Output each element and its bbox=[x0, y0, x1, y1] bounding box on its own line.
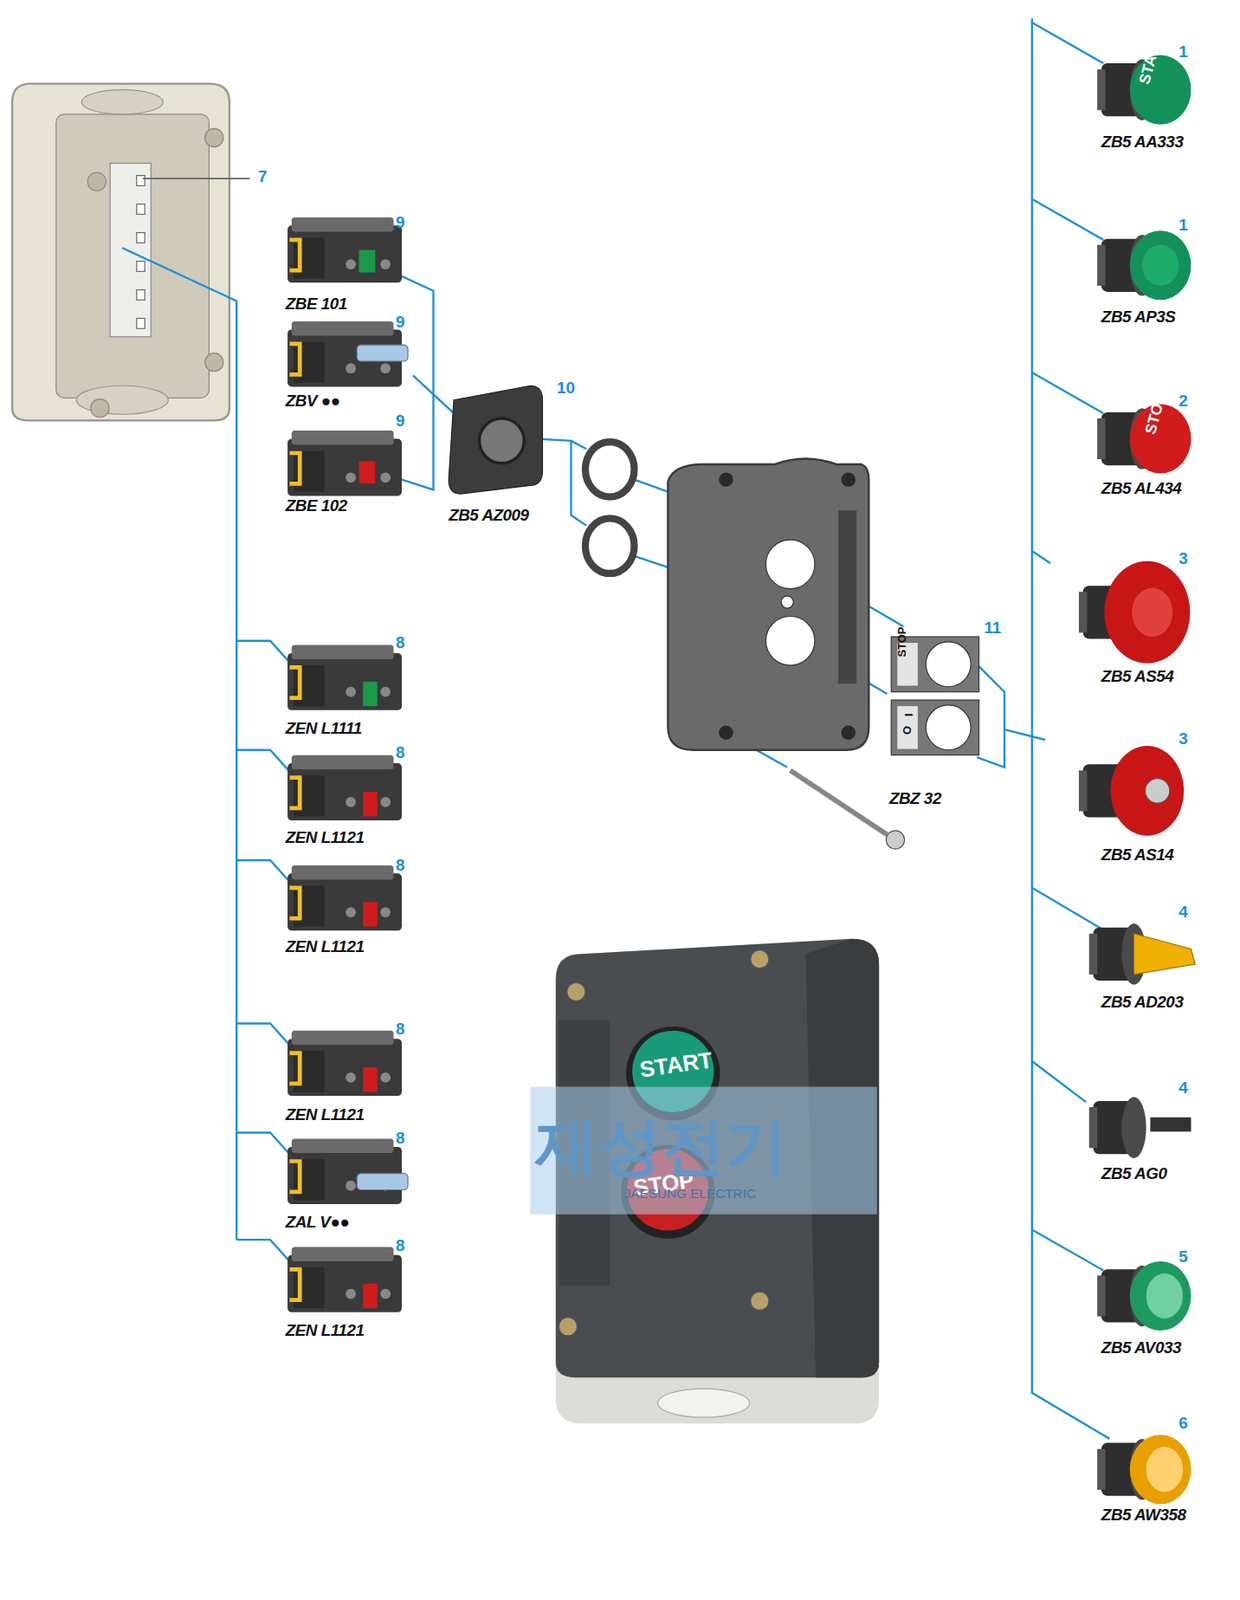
part-number: ZB5 AZ009 bbox=[448, 506, 529, 524]
legend-plate-text: O bbox=[901, 725, 913, 735]
part-number: ZBZ 32 bbox=[889, 790, 942, 808]
callout-number: 9 bbox=[395, 413, 405, 430]
callout-number: 1 bbox=[1178, 44, 1188, 61]
callout-number: 4 bbox=[1178, 904, 1188, 921]
part-number: ZB5 AV033 bbox=[1101, 1339, 1182, 1357]
part-number: ZB5 AG0 bbox=[1101, 1164, 1168, 1182]
part-number: ZEN L1121 bbox=[285, 1106, 365, 1124]
part-number: ZEN L1121 bbox=[285, 1322, 365, 1339]
part-number: ZEN L1121 bbox=[285, 829, 365, 847]
part-number: ZBE 102 bbox=[285, 497, 348, 515]
callout-number: 4 bbox=[1178, 1078, 1188, 1096]
callout-number: 8 bbox=[395, 1130, 405, 1147]
part-number: ZB5 AL434 bbox=[1101, 480, 1182, 498]
legend-plate-text: I bbox=[903, 712, 915, 717]
watermark: 재성전기 bbox=[535, 1113, 788, 1177]
callout-number: 8 bbox=[395, 634, 405, 652]
part-number: ZBE 101 bbox=[285, 296, 348, 313]
callout-number: 8 bbox=[395, 856, 405, 873]
callout-number: 8 bbox=[395, 744, 405, 762]
callout-number: 8 bbox=[395, 1020, 405, 1038]
part-number: ZEN L1111 bbox=[285, 720, 362, 737]
part-number: ZB5 AD203 bbox=[1101, 993, 1184, 1010]
callout-number: 6 bbox=[1178, 1414, 1188, 1432]
callout-number: 3 bbox=[1178, 729, 1188, 747]
part-number: ZB5 AS14 bbox=[1101, 846, 1175, 864]
part-number: ZBV ●● bbox=[285, 393, 341, 410]
callout-number: 5 bbox=[1178, 1248, 1188, 1266]
callout-number: 9 bbox=[395, 213, 405, 231]
part-number: ZB5 AS54 bbox=[1101, 668, 1175, 685]
part-number: ZB5 AW358 bbox=[1101, 1506, 1187, 1524]
callout-number: 1 bbox=[1178, 217, 1188, 234]
part-number: ZEN L1121 bbox=[285, 938, 365, 956]
callout-number: 3 bbox=[1178, 550, 1188, 568]
part-number: ZAL V●● bbox=[285, 1214, 350, 1231]
callout-number: 8 bbox=[395, 1237, 405, 1254]
callout-number: 7 bbox=[258, 167, 267, 185]
legend-plate-text: STOP bbox=[896, 626, 908, 658]
part-number: ZB5 AA333 bbox=[1101, 133, 1184, 150]
part-number: ZB5 AP3S bbox=[1101, 309, 1176, 326]
watermark: JAESUNG ELECTRIC bbox=[624, 1186, 756, 1200]
callout-number: 11 bbox=[983, 620, 1002, 637]
callout-number: 9 bbox=[395, 314, 405, 331]
callout-number: 10 bbox=[556, 379, 575, 396]
callout-number: 2 bbox=[1178, 393, 1188, 410]
